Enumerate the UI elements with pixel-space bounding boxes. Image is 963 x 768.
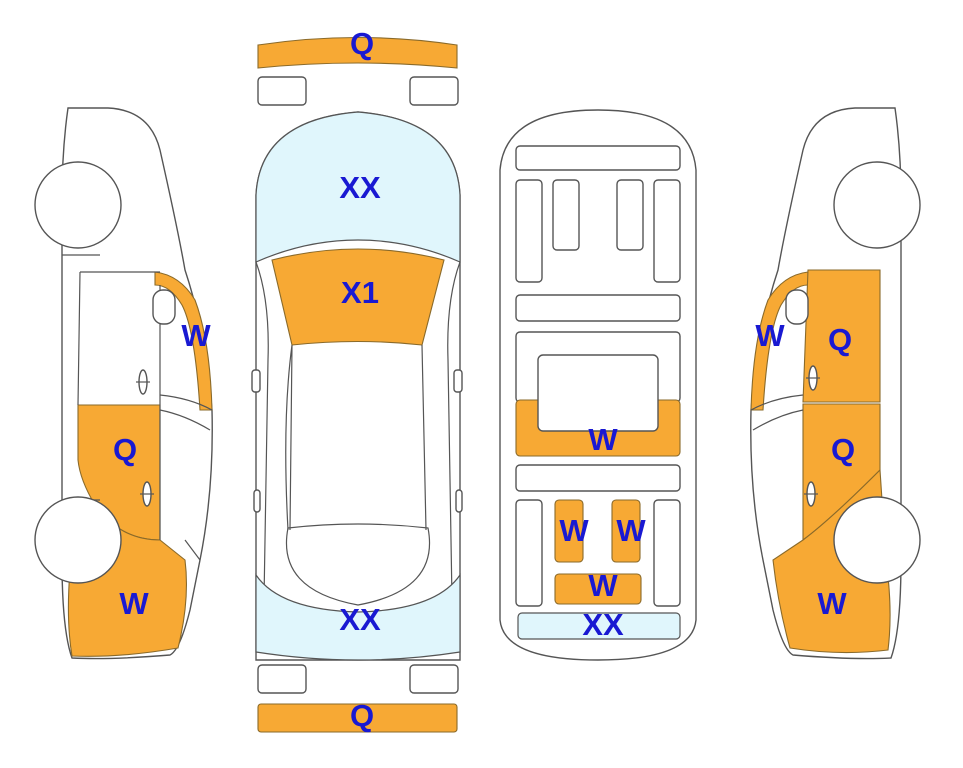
right-front-wheel <box>833 496 921 584</box>
label-left-front-fender: W <box>119 586 149 621</box>
label-front-bumper: Q <box>350 26 374 61</box>
left-side-view: W Q W <box>34 107 213 660</box>
right-mirror <box>785 289 809 325</box>
front-bumper-panel[interactable] <box>257 36 458 69</box>
label-hood: XX <box>339 170 381 205</box>
front-left-light <box>257 76 307 106</box>
label-underbody-rear-cross: W <box>588 568 618 603</box>
label-right-front-fender: W <box>817 586 847 621</box>
right-rear-door-panel[interactable] <box>802 269 881 403</box>
underbody-rear-cross[interactable] <box>554 573 642 605</box>
left-rear-wheel <box>34 161 122 249</box>
hood-panel[interactable] <box>255 111 461 263</box>
rear-left-light <box>257 664 307 694</box>
label-right-front-door: Q <box>831 432 855 467</box>
label-right-rear-door: Q <box>828 322 852 357</box>
label-rear-window: XX <box>339 602 381 637</box>
left-rear-fender-panel[interactable] <box>154 271 213 411</box>
right-rear-wheel <box>833 161 921 249</box>
underbody-rear-glass[interactable] <box>517 612 681 640</box>
front-right-light <box>409 76 459 106</box>
underbody-right-rail[interactable] <box>611 499 641 563</box>
right-door-handle-upper <box>806 365 820 391</box>
underbody-left-rail[interactable] <box>554 499 584 563</box>
label-underbody-rear-glass: XX <box>582 607 624 642</box>
rear-right-light <box>409 664 459 694</box>
left-mirror <box>152 289 176 325</box>
label-right-rear-fender: W <box>755 318 785 353</box>
left-door-handle-lower <box>140 481 154 507</box>
label-left-rear-fender: W <box>181 318 211 353</box>
label-underbody-left-rail: W <box>559 513 589 548</box>
label-underbody-right-rail: W <box>616 513 646 548</box>
top-mirror-left <box>251 369 261 393</box>
rear-window-panel[interactable] <box>255 573 461 661</box>
right-side-view: W Q Q W <box>750 107 921 660</box>
label-windshield: X1 <box>341 275 379 310</box>
label-left-rear-door: Q <box>113 432 137 467</box>
left-door-handle-upper <box>136 369 150 395</box>
top-mirror-right <box>453 369 463 393</box>
right-door-handle-lower <box>804 481 818 507</box>
left-front-wheel <box>34 496 122 584</box>
rear-bumper-panel[interactable] <box>257 703 458 733</box>
top-view: Q XX X1 XX Q <box>251 26 463 733</box>
underbody-view: W W W W XX <box>499 109 697 661</box>
windshield-panel[interactable] <box>271 248 445 346</box>
label-rear-bumper: Q <box>350 698 374 733</box>
label-underbody-mid: W <box>588 422 618 457</box>
